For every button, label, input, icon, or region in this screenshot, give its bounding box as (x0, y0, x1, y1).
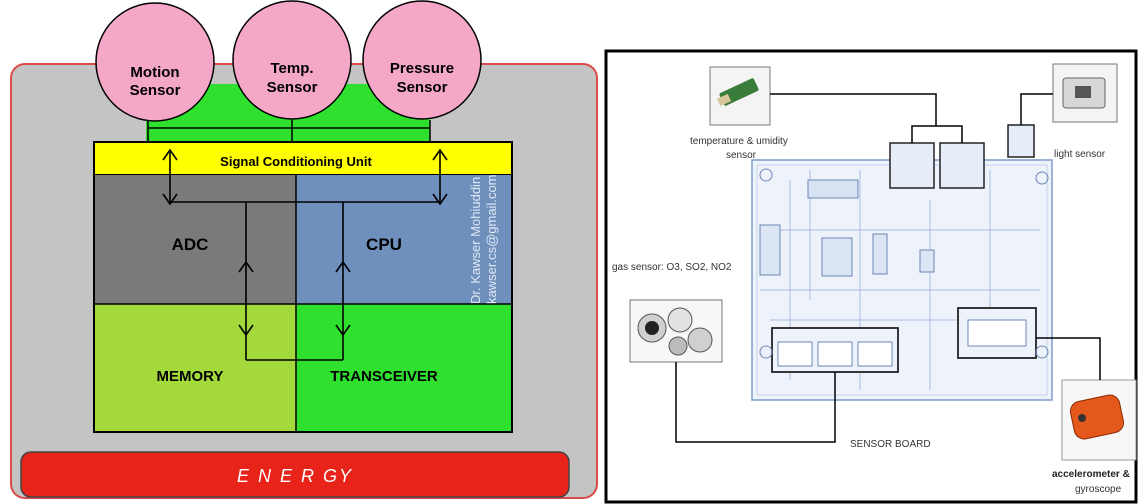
accelerometer-port (1078, 414, 1086, 422)
temperature-sensor-pins (716, 93, 732, 107)
accel-socket-inner (967, 319, 1027, 347)
accelerometer-body (1069, 394, 1125, 440)
socket-split-wire (911, 125, 963, 143)
light-sensor-eye (1075, 86, 1091, 98)
mounting-hole (759, 168, 773, 182)
motion-sensor-circle (95, 2, 215, 122)
transceiver-block (296, 304, 512, 432)
author-credit: Dr. Kawser Mohiuddin kawser.cs@gmail.com (468, 174, 499, 304)
transceiver-label: TRANSCEIVER (330, 368, 438, 385)
mounting-hole (1035, 345, 1049, 359)
gas-sensor-image (629, 299, 723, 363)
down-arrow-icon (335, 324, 351, 337)
down-arrow-icon (162, 193, 178, 206)
adc-label: ADC (172, 235, 209, 254)
down-arrow-icon (238, 324, 254, 337)
accel-label-line1: accelerometer & (1052, 469, 1130, 480)
motion-sensor-line2: Sensor (130, 82, 181, 99)
gas-sensor-label: gas sensor: O3, SO2, NO2 (612, 262, 732, 273)
temperature-label-line1: temperature & umidity (690, 136, 788, 147)
cpu-block (296, 175, 512, 304)
pressure-sensor-line2: Sensor (397, 79, 448, 96)
top-connector (807, 179, 859, 199)
pressure-sensor-circle (362, 0, 482, 120)
gas-sensor-can (687, 327, 713, 353)
temperature-sensor-image (709, 66, 771, 126)
pressure-sensor-line1: Pressure (390, 60, 454, 77)
motion-sensor-line1: Motion (130, 64, 179, 81)
signal-conditioning-label: Signal Conditioning Unit (220, 154, 372, 169)
author-name: Dr. Kawser Mohiuddin (468, 177, 483, 304)
gas-socket (817, 341, 853, 367)
gas-wire (675, 362, 836, 443)
gas-socket (777, 341, 813, 367)
accel-label-line2: gyroscope (1075, 484, 1122, 495)
gas-sensor-port (645, 321, 659, 335)
mounting-hole (759, 345, 773, 359)
mounting-hole (1035, 171, 1049, 185)
up-arrow-icon (432, 148, 448, 161)
memory-block (94, 304, 296, 432)
light-wire (1020, 93, 1053, 125)
chip (872, 233, 888, 275)
up-arrow-icon (162, 148, 178, 161)
light-sensor-label: light sensor (1054, 149, 1106, 160)
gas-socket (857, 341, 893, 367)
accelerometer-image (1061, 379, 1137, 461)
accel-wire (1036, 337, 1101, 380)
down-arrow-icon (432, 193, 448, 206)
light-sensor-image (1052, 63, 1118, 123)
adc-block (94, 175, 296, 304)
energy-bar (20, 451, 570, 498)
temperature-label-line2: sensor (726, 150, 757, 161)
temp-sensor-line1: Temp. (270, 60, 313, 77)
gas-sensor-can (668, 336, 688, 356)
humidity-socket (889, 142, 935, 189)
right-diagram: temperature & umidity sensor light senso… (604, 49, 1138, 504)
gas-sensor-can (667, 307, 693, 333)
energy-label: E N E R GY (237, 466, 353, 486)
temperature-wire (770, 93, 937, 126)
up-arrow-icon (335, 260, 351, 273)
cpu-label: CPU (366, 235, 402, 254)
header-pins (759, 224, 781, 276)
sensor-board-label: SENSOR BOARD (850, 439, 931, 450)
temp-sensor-line2: Sensor (267, 79, 318, 96)
wiring (675, 93, 1101, 443)
signal-paths (162, 148, 448, 361)
temp-sensor-circle (232, 0, 352, 120)
chip (919, 249, 935, 273)
chip (821, 237, 853, 277)
author-email: kawser.cs@gmail.com (484, 174, 499, 304)
memory-label: MEMORY (157, 368, 224, 385)
humidity-socket-2 (939, 142, 985, 189)
sensor-board (751, 124, 1053, 401)
processing-block-border (93, 141, 513, 433)
left-diagram: Motion Sensor Temp. Sensor Pressure Sens… (10, 0, 598, 499)
up-arrow-icon (238, 260, 254, 273)
light-socket (1007, 124, 1035, 158)
